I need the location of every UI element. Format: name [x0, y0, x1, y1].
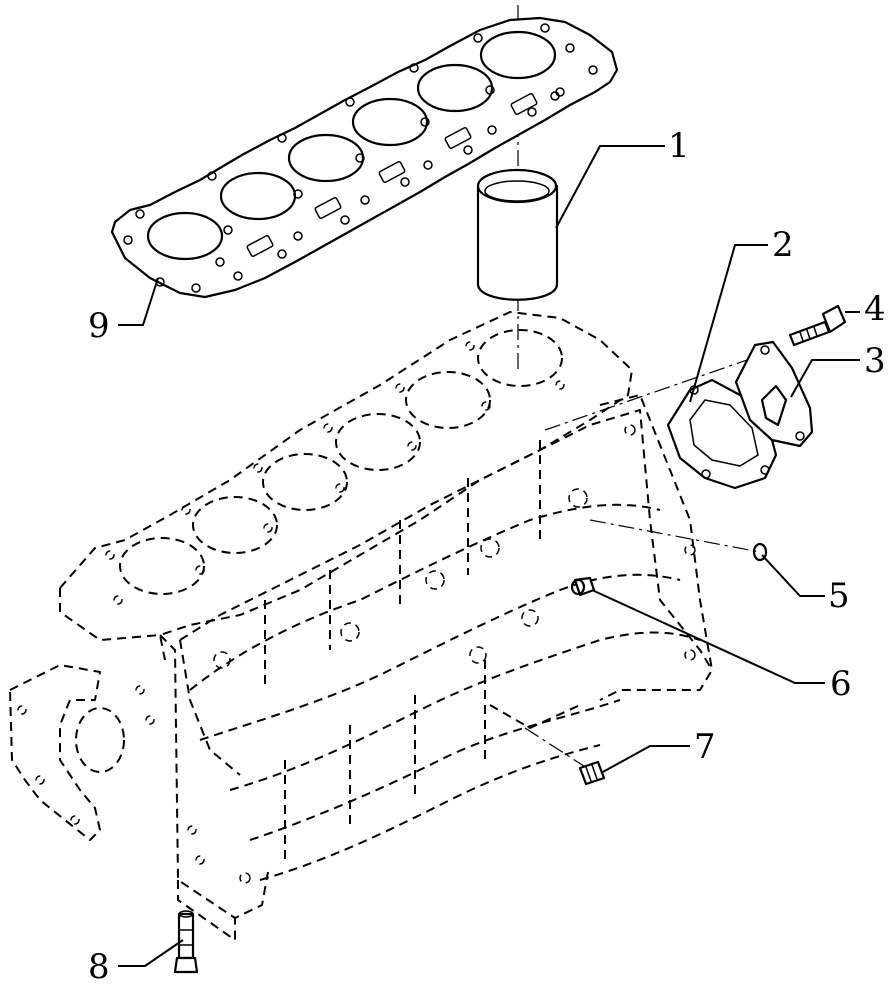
stud-part-8 [173, 910, 199, 974]
callout-4: 4 [864, 289, 886, 329]
engine-block [9, 311, 713, 941]
gasket-bolt-holes [123, 23, 598, 293]
cover-plate-part-3 [734, 340, 814, 448]
plug-part-7 [578, 760, 606, 786]
deck-bolt-holes [105, 341, 565, 605]
callout-6: 6 [830, 664, 852, 704]
callout-1: 1 [668, 126, 690, 166]
callout-9: 9 [88, 306, 110, 346]
bolt-part-4 [788, 304, 847, 347]
callout-3: 3 [864, 341, 886, 381]
fitting-part-6 [570, 576, 596, 597]
callout-7: 7 [694, 727, 716, 767]
plug-part-5 [752, 542, 768, 562]
callout-labels: 1 2 3 4 5 6 7 8 9 [88, 126, 886, 987]
leader-lines [118, 145, 860, 967]
callout-2: 2 [772, 225, 794, 265]
callout-5: 5 [828, 576, 850, 616]
cylinder-liner-part-1 [476, 168, 559, 301]
head-gasket-part-9 [110, 16, 619, 299]
callout-8: 8 [88, 947, 110, 987]
